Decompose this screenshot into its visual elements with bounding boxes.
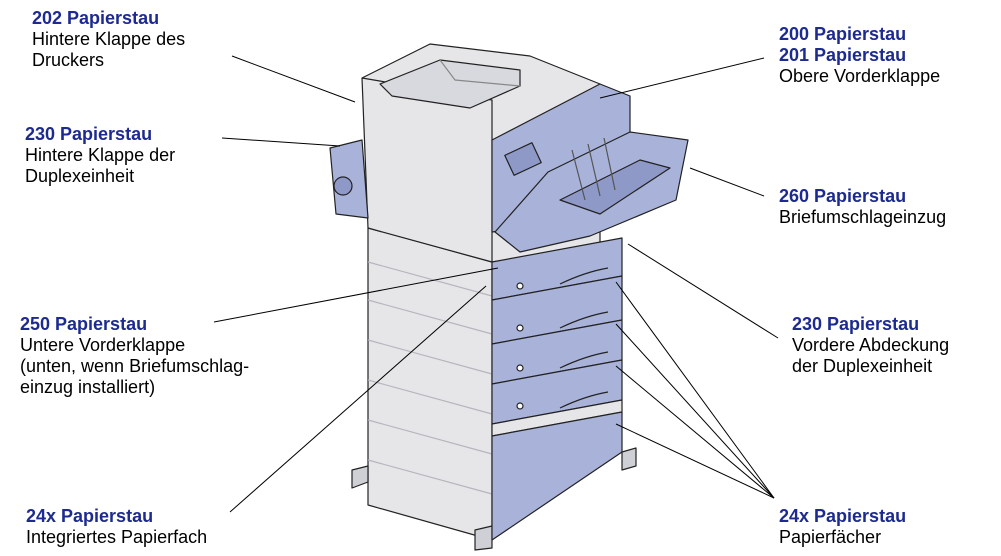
callout-code: 260 Papierstau	[779, 186, 907, 206]
leader-24x-trays-3	[615, 365, 775, 499]
base-foot-left	[351, 465, 369, 489]
callout-code: 230 Papierstau	[792, 314, 920, 334]
callout-desc: Hintere Klappe des Druckers	[32, 29, 186, 70]
callout-desc: Hintere Klappe der Duplexeinheit	[25, 145, 176, 186]
callout-code: 202 Papierstau	[32, 8, 160, 28]
callout-code: 24x Papierstau	[26, 506, 154, 526]
callout-code: 250 Papierstau	[20, 314, 148, 334]
leader-202	[231, 55, 356, 103]
callout-230-rear: 230 Papierstau Hintere Klappe der Duplex…	[25, 124, 175, 187]
leader-230-rear	[221, 137, 341, 147]
base-foot-right	[474, 525, 493, 551]
callout-desc: Integriertes Papierfach	[26, 527, 208, 547]
callout-202: 202 Papierstau Hintere Klappe des Drucke…	[32, 8, 185, 71]
leader-250	[213, 267, 499, 323]
callout-230-front: 230 Papierstau Vordere Abdeckung der Dup…	[792, 314, 949, 377]
leader-24x-trays-4	[615, 423, 775, 499]
callout-code: 24x Papierstau	[779, 506, 907, 526]
callout-desc: Obere Vorderklappe	[779, 66, 941, 86]
leader-200-201	[599, 57, 765, 99]
callout-24x-trays: 24x Papierstau Papierfächer	[779, 506, 906, 548]
drawer-stack	[491, 237, 623, 541]
leader-24x-trays-1	[615, 281, 775, 499]
callout-desc: Untere Vorderklappe (unten, wenn Briefum…	[20, 335, 250, 397]
callout-250: 250 Papierstau Untere Vorderklappe (unte…	[20, 314, 249, 398]
callout-desc: Papierfächer	[779, 527, 882, 547]
leader-24x-trays-2	[615, 323, 775, 499]
callout-24x-integrated: 24x Papierstau Integriertes Papierfach	[26, 506, 207, 548]
callout-desc: Vordere Abdeckung der Duplexeinheit	[792, 335, 950, 376]
leader-24x-integrated	[229, 285, 487, 513]
callout-code: 201 Papierstau	[779, 45, 907, 65]
callout-code: 200 Papierstau	[779, 24, 907, 44]
leader-260	[689, 167, 765, 197]
leader-230-front	[627, 243, 779, 339]
cabinet-side	[367, 227, 493, 541]
callout-260: 260 Papierstau Briefumschlageinzug	[779, 186, 946, 228]
callout-desc: Briefumschlageinzug	[779, 207, 947, 227]
callout-200-201: 200 Papierstau 201 Papierstau Obere Vord…	[779, 24, 940, 87]
callout-code: 230 Papierstau	[25, 124, 153, 144]
